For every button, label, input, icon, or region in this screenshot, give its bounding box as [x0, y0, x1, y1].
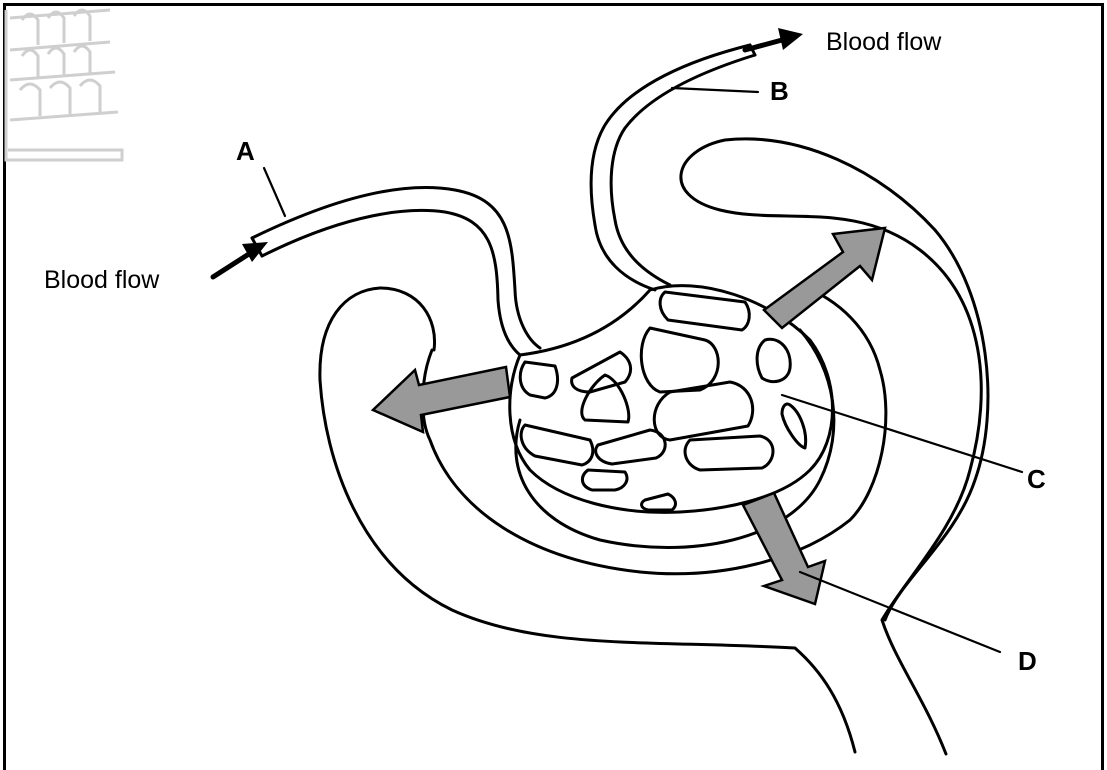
- label-a: A: [236, 136, 255, 166]
- label-b: B: [770, 76, 789, 106]
- afferent-arteriole-bottom: [262, 210, 520, 355]
- filtration-arrow-up-right: [764, 228, 885, 328]
- filtration-arrow-left: [373, 367, 510, 432]
- efferent-arteriole-left: [591, 45, 750, 290]
- filtration-arrow-down: [743, 493, 825, 604]
- capillary-loops: [520, 292, 805, 510]
- blood-flow-out-label: Blood flow: [826, 28, 942, 56]
- leader-line-d: [800, 572, 1000, 652]
- inflow-arrow-icon: [213, 242, 268, 277]
- outflow-arrow-icon: [745, 28, 803, 50]
- watermark-building-icon: [6, 10, 122, 160]
- label-c: C: [1027, 464, 1046, 494]
- blood-flow-in-label: Blood flow: [44, 266, 160, 294]
- leader-line-a: [264, 168, 285, 216]
- leader-line-b: [672, 88, 758, 92]
- label-d: D: [1018, 646, 1037, 676]
